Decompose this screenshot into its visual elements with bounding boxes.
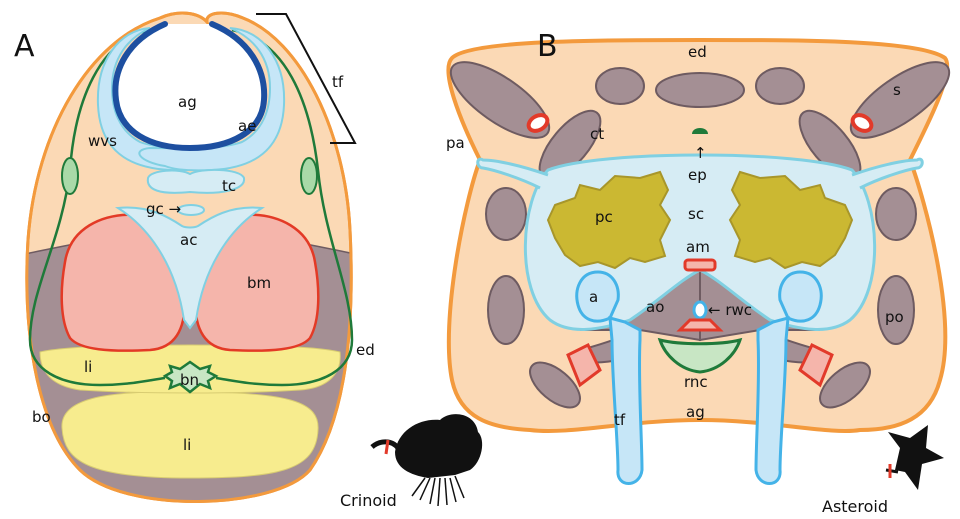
label-ao: ao <box>646 298 664 316</box>
label-li-lower: li <box>183 436 191 454</box>
tube-foot-right <box>756 318 788 484</box>
nerve-node-left <box>62 158 78 194</box>
crinoid-caption: Crinoid <box>340 491 397 510</box>
asteroid-silhouette-icon <box>886 425 944 490</box>
label-bm: bm <box>247 274 271 292</box>
panel-a-crinoid: A tf ag ae wvs tc gc → ac bm li bn ed bo… <box>14 13 482 519</box>
label-ed-b: ed <box>688 43 707 61</box>
label-bo: bo <box>32 408 51 426</box>
label-wvs: wvs <box>88 132 117 150</box>
label-pc: pc <box>595 208 613 226</box>
label-gc: gc → <box>146 200 181 218</box>
panel-a-label: A <box>14 29 35 64</box>
label-rnc: rnc <box>684 373 708 391</box>
label-bn: bn <box>180 371 199 389</box>
label-tf-b: tf <box>614 411 626 429</box>
label-ed-a: ed <box>356 341 375 359</box>
label-pa: pa <box>446 134 465 152</box>
genital-canal <box>178 205 204 215</box>
label-ep: ep <box>688 166 707 184</box>
label-ep-arrow: ↑ <box>694 144 707 162</box>
label-tf-a: tf <box>332 73 344 91</box>
label-ae: ae <box>238 117 256 135</box>
label-s: s <box>893 81 901 99</box>
ambulacral-muscle <box>685 260 715 270</box>
tube-foot-left <box>610 318 642 484</box>
label-li-upper: li <box>84 358 92 376</box>
label-po: po <box>885 308 904 326</box>
label-ac: ac <box>180 231 197 249</box>
label-a: a <box>589 288 598 306</box>
ampulla-right <box>780 272 821 321</box>
label-tc: tc <box>222 177 236 195</box>
label-ag-a: ag <box>178 93 197 111</box>
panel-b-label: B <box>537 29 558 64</box>
panel-b-asteroid: B ed s ct pa ↑ ep pc sc am a ao ← rwc po… <box>440 29 960 516</box>
nerve-node-right <box>301 158 317 194</box>
label-ag-b: ag <box>686 403 705 421</box>
asteroid-caption: Asteroid <box>822 497 888 516</box>
lower-ligament <box>62 392 318 478</box>
label-sc: sc <box>688 205 704 223</box>
label-rwc: ← rwc <box>708 301 752 319</box>
label-am: am <box>686 238 710 256</box>
label-ct: ct <box>590 125 604 143</box>
radial-water-canal <box>694 302 706 318</box>
